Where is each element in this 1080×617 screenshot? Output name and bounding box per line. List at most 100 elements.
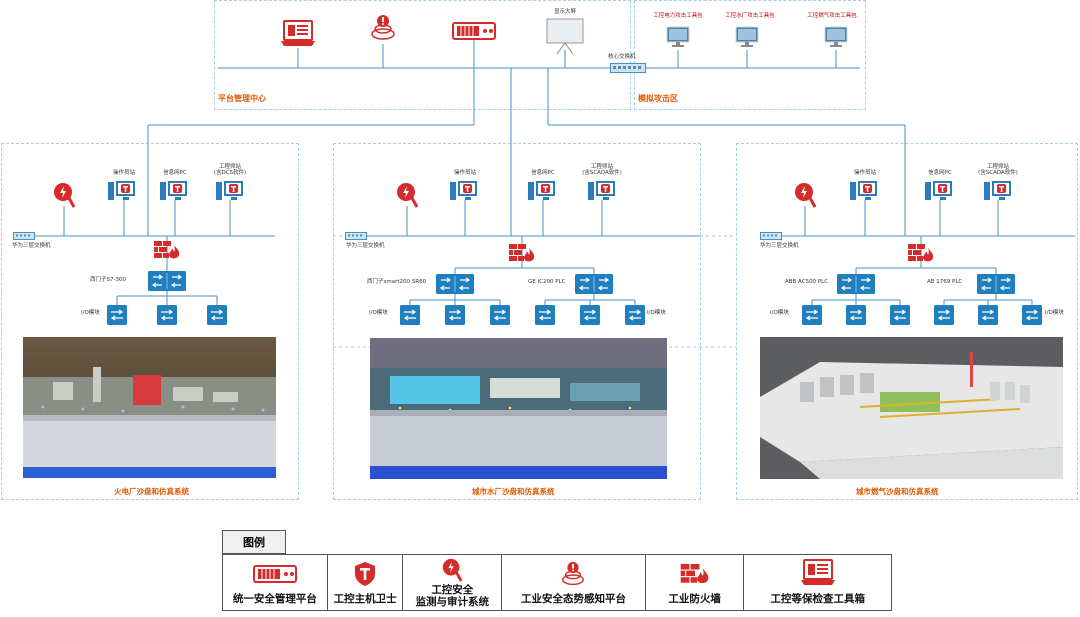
toolbox-laptop-icon [800, 559, 835, 585]
plc-label: 西门子smart200 SR60 [367, 279, 427, 285]
io-module-icon [625, 305, 645, 325]
io-module-icon [934, 305, 954, 325]
host-guard-pc-icon [216, 181, 243, 200]
switch-icon [13, 232, 35, 240]
display-screen-label: 显示大屏 [554, 9, 577, 15]
operator-station-label: 操作员站 [112, 170, 136, 176]
audit-monitor-icon [397, 183, 418, 208]
situation-awareness-icon [371, 15, 395, 40]
core-switch-icon [610, 63, 646, 73]
gas-plant-zone [736, 143, 1078, 500]
audit-monitor-icon [54, 183, 75, 208]
plc-label: AB 1769 PLC [927, 279, 963, 285]
io-module-icon [400, 305, 420, 325]
io-module-icon [107, 305, 127, 325]
plc-icon [436, 274, 474, 294]
legend-box: 统一安全管理平台 工控主机卫士 工控安全 监测与审计系统 工业安全态势感知平 [222, 554, 892, 611]
io-module-icon [207, 305, 227, 325]
host-guard-pc-icon [588, 181, 615, 200]
info-pc-label: 信息网PC [531, 170, 555, 176]
plc-icon [977, 274, 1015, 294]
switch-icon [760, 232, 782, 240]
attack-zone-label: 模拟攻击区 [638, 94, 678, 103]
thermal-plant-sandtable-photo [23, 337, 276, 478]
io-module-icon [580, 305, 600, 325]
plc-icon [148, 271, 186, 291]
plant-title: 城市水厂沙盘和仿真系统 [472, 487, 555, 496]
legend-label: 工控等保检查工具箱 [770, 592, 865, 605]
management-platform-server-icon [452, 22, 496, 40]
legend-item-situation-awareness: 工业安全态势感知平台 [502, 555, 646, 610]
legend-item-audit-system: 工控安全 监测与审计系统 [403, 555, 503, 610]
host-guard-pc-icon [850, 181, 877, 200]
water-plant-sandtable-photo [370, 338, 667, 479]
io-module-icon [802, 305, 822, 325]
legend-label: 工业防火墙 [668, 592, 721, 605]
legend-item-host-guard: 工控主机卫士 [328, 555, 404, 610]
display-screen-icon [546, 18, 584, 55]
io-module-label: I/O模块 [647, 310, 666, 316]
platform-management-zone [214, 0, 631, 110]
io-module-icon [445, 305, 465, 325]
legend-item-toolbox: 工控等保检查工具箱 [744, 555, 891, 610]
io-module-icon [978, 305, 998, 325]
firewall-icon [680, 564, 708, 584]
firewall-icon [154, 241, 180, 259]
switch-label: 华为三层交换机 [346, 243, 385, 249]
switch-icon [345, 232, 367, 240]
plc-label: GE IC200 PLC [528, 279, 566, 285]
io-module-label: I/O模块 [369, 310, 388, 316]
water-plant-zone [333, 143, 701, 500]
plc-label: 西门子S7-300 [90, 277, 126, 283]
operator-station-label: 操作员站 [853, 170, 877, 176]
engineer-station-label: 工程师站 (含DCS软件) [213, 164, 247, 176]
io-module-icon [890, 305, 910, 325]
host-guard-pc-icon [528, 181, 555, 200]
legend-label: 工业安全态势感知平台 [520, 592, 626, 605]
attack-tool-label: 工控水厂攻击工具包 [725, 13, 775, 19]
io-module-icon [846, 305, 866, 325]
operator-station-label: 操作员站 [453, 170, 477, 176]
plc-icon [575, 274, 613, 294]
attack-monitor-icon [666, 26, 690, 47]
legend-label: 工控安全 监测与审计系统 [415, 583, 490, 608]
platform-zone-label: 平台管理中心 [218, 94, 266, 103]
thermal-plant-zone [1, 143, 299, 500]
switch-label: 华为三层交换机 [760, 243, 799, 249]
io-module-icon [1022, 305, 1042, 325]
plant-title: 城市燃气沙盘和仿真系统 [856, 487, 939, 496]
io-module-label: I/O模块 [1045, 310, 1064, 316]
core-switch-label: 核心交换机 [608, 54, 636, 60]
io-module-icon [157, 305, 177, 325]
io-module-icon [535, 305, 555, 325]
firewall-icon [509, 244, 535, 262]
host-guard-shield-icon [355, 562, 376, 586]
attack-tool-label: 工控电力攻击工具包 [653, 13, 703, 19]
audit-monitor-icon [443, 558, 463, 582]
attack-tool-label: 工控燃气攻击工具包 [807, 13, 857, 19]
plant-title: 火电厂沙盘和仿真系统 [114, 487, 189, 496]
host-guard-pc-icon [450, 181, 477, 200]
attack-simulation-zone [634, 0, 866, 110]
info-pc-label: 信息网PC [163, 170, 187, 176]
legend-title: 图例 [222, 530, 286, 554]
situation-awareness-icon [562, 561, 585, 586]
engineer-station-label: 工程师站 (含SCADA软件) [582, 164, 622, 176]
legend-item-management-platform: 统一安全管理平台 [223, 555, 328, 610]
toolbox-laptop-icon [281, 20, 315, 46]
management-platform-server-icon [252, 565, 297, 583]
attack-monitor-icon [735, 26, 759, 47]
legend-label: 统一安全管理平台 [232, 592, 317, 605]
io-module-icon [490, 305, 510, 325]
engineer-station-label: 工程师站 (含SCADA软件) [978, 164, 1018, 176]
host-guard-pc-icon [108, 181, 135, 200]
plc-icon [837, 274, 875, 294]
host-guard-pc-icon [925, 181, 952, 200]
io-module-label: I/O模块 [81, 310, 100, 316]
firewall-icon [908, 244, 934, 262]
legend-item-firewall: 工业防火墙 [646, 555, 745, 610]
legend-label: 工控主机卫士 [333, 592, 397, 605]
plc-label: ABB AC500 PLC [785, 279, 829, 285]
attack-monitor-icon [824, 26, 848, 47]
